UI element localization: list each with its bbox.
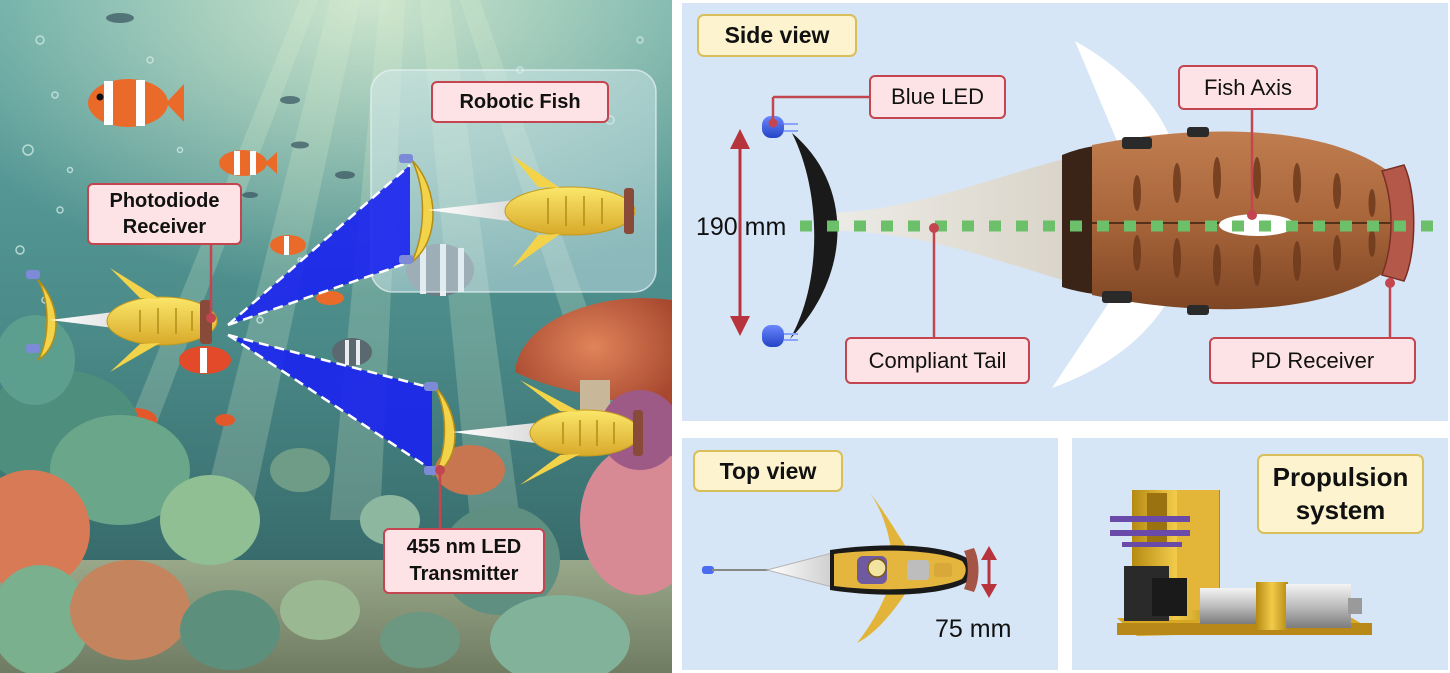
- top-view-fish-illustration: [702, 493, 997, 643]
- side-view-title: Side view: [697, 14, 857, 57]
- led-transmitter-label: 455 nm LED Transmitter: [383, 528, 545, 594]
- robotic-fish-lower: [424, 380, 643, 485]
- propulsion-system-illustration: [1110, 490, 1372, 636]
- robotic-fish-label: Robotic Fish: [431, 81, 609, 123]
- top-view-panel: Top view 75 mm: [682, 438, 1058, 670]
- fish-axis-label: Fish Axis: [1178, 65, 1318, 110]
- photodiode-receiver-label: Photodiode Receiver: [87, 183, 242, 245]
- robotic-fish-left: [26, 268, 218, 372]
- side-view-fish-illustration: [730, 41, 1448, 388]
- blue-led-label: Blue LED: [869, 75, 1006, 119]
- propulsion-system-title: Propulsion system: [1257, 454, 1424, 534]
- propulsion-panel: Propulsion system: [1072, 438, 1448, 670]
- top-view-title: Top view: [693, 450, 843, 492]
- robotic-fish-upper: [399, 154, 636, 268]
- height-measurement: 190 mm: [696, 213, 787, 241]
- compliant-tail-label: Compliant Tail: [845, 337, 1030, 384]
- width-measurement: 75 mm: [935, 615, 1012, 643]
- underwater-scene-panel: Robotic Fish Photodiode Receiver 455 nm …: [0, 0, 672, 673]
- pd-receiver-label: PD Receiver: [1209, 337, 1416, 384]
- side-view-panel: Side view Blue LED Fish Axis Compliant T…: [682, 3, 1448, 421]
